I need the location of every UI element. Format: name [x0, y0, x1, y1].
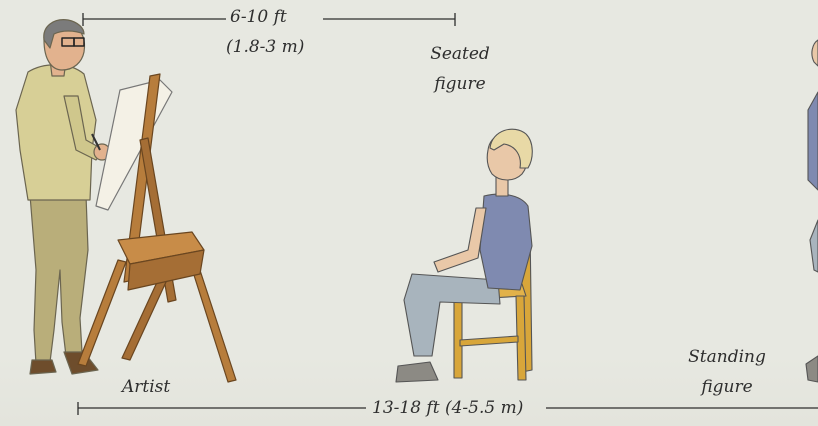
- seated-label-line1: Seated: [415, 44, 505, 64]
- bottom-distance-label: 13-18 ft (4-5.5 m): [372, 398, 523, 418]
- seated-label-line2: figure: [415, 74, 505, 94]
- top-distance-m-label: (1.8-3 m): [226, 37, 304, 57]
- standing-figure-label: Standing figure: [672, 347, 782, 397]
- standing-figure: [806, 40, 818, 382]
- seated-figure-label: Seated figure: [415, 44, 505, 94]
- artist-label: Artist: [122, 377, 170, 397]
- top-distance-ft-label: 6-10 ft: [230, 7, 287, 27]
- seated-figure: [396, 129, 532, 382]
- standing-label-line1: Standing: [672, 347, 782, 367]
- standing-label-line2: figure: [672, 377, 782, 397]
- easel: [78, 74, 236, 382]
